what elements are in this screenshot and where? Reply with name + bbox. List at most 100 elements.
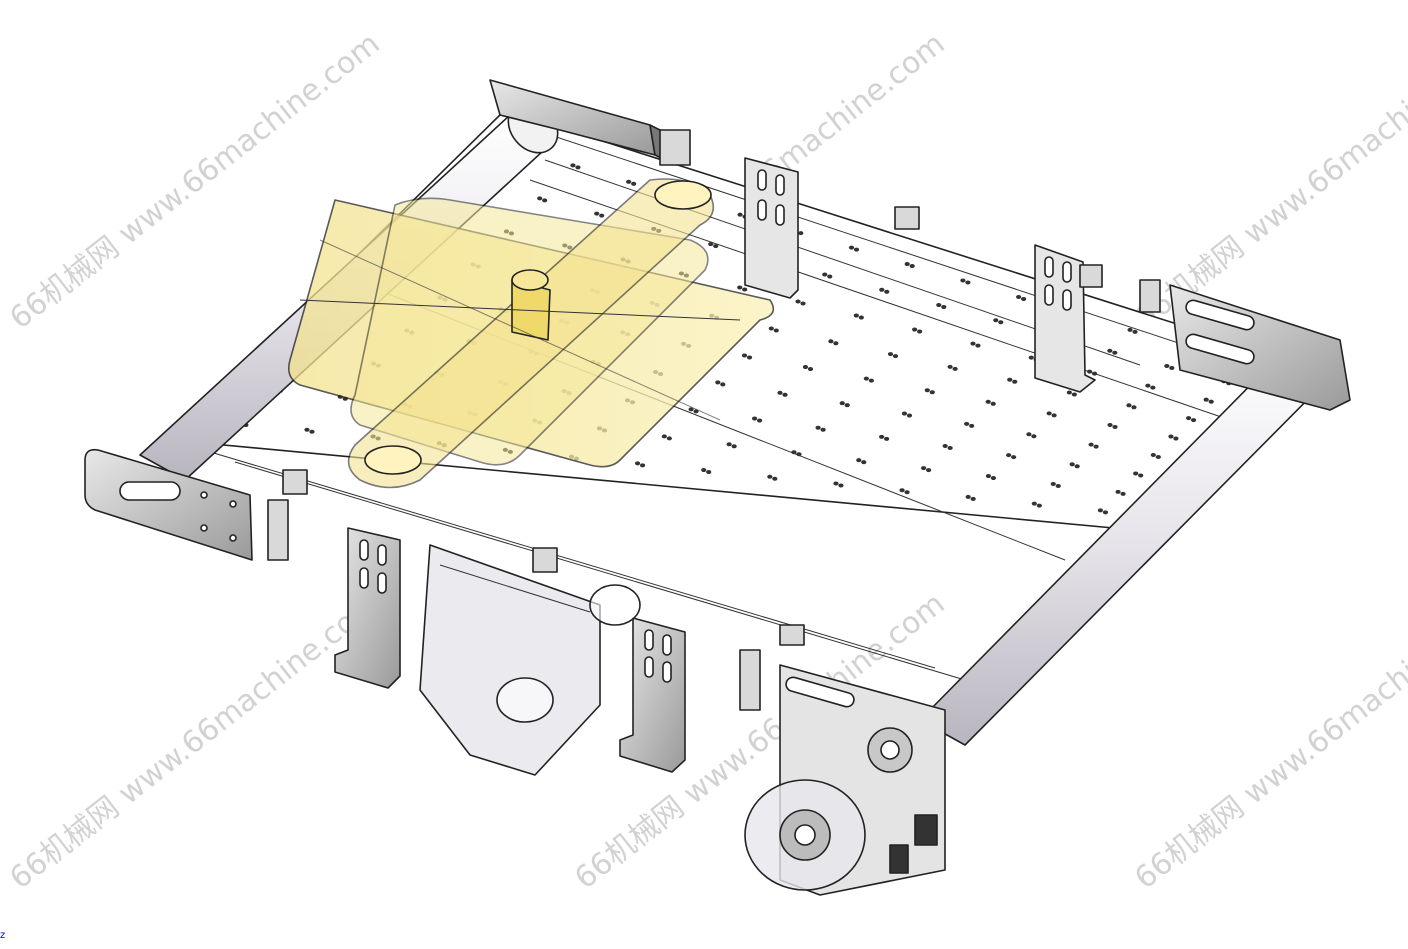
mounting-hole bbox=[833, 481, 839, 486]
mounting-hole bbox=[833, 341, 839, 346]
mounting-hole bbox=[856, 458, 862, 463]
mounting-hole bbox=[1112, 350, 1118, 355]
mounting-hole bbox=[868, 378, 874, 383]
mounting-hole bbox=[815, 425, 821, 430]
mounting-hole bbox=[713, 244, 719, 249]
mounting-hole bbox=[737, 285, 743, 290]
mounting-hole bbox=[1190, 418, 1197, 423]
mounting-hole bbox=[708, 242, 714, 247]
mounting-hole bbox=[741, 353, 748, 358]
watermark-6: 66机械网 www.66machine.com bbox=[1128, 586, 1408, 896]
mounting-hole bbox=[884, 436, 890, 441]
mounting-hole bbox=[960, 278, 966, 283]
mounting-hole bbox=[1102, 510, 1109, 515]
mounting-hole bbox=[1066, 390, 1072, 395]
mounting-hole bbox=[746, 355, 753, 360]
mounting-hole bbox=[1155, 454, 1161, 459]
mounting-hole bbox=[1028, 355, 1034, 360]
mounting-hole bbox=[904, 262, 910, 267]
mounting-hole bbox=[795, 299, 801, 304]
mounting-hole bbox=[899, 488, 905, 493]
mounting-hole bbox=[1011, 455, 1017, 460]
mounting-hole bbox=[542, 198, 548, 203]
mounting-hole bbox=[964, 421, 970, 426]
mounting-hole bbox=[921, 466, 927, 471]
drive-motor bbox=[744, 664, 946, 896]
mounting-hole bbox=[965, 494, 971, 499]
mounting-hole bbox=[1016, 294, 1022, 299]
mounting-hole bbox=[782, 392, 788, 397]
mounting-hole bbox=[1006, 453, 1012, 458]
mounting-hole bbox=[599, 213, 605, 218]
mounting-hole bbox=[1055, 483, 1061, 488]
mounting-hole bbox=[861, 460, 867, 465]
mounting-hole bbox=[917, 329, 923, 334]
mounting-hole bbox=[822, 272, 828, 277]
axis-indicator: z bbox=[0, 930, 6, 941]
mounting-hole bbox=[975, 343, 981, 348]
mounting-hole bbox=[1169, 365, 1175, 370]
mounting-hole bbox=[1150, 385, 1156, 390]
mounting-hole bbox=[1131, 405, 1137, 410]
mounting-hole bbox=[879, 434, 885, 439]
mounting-hole bbox=[1126, 403, 1132, 408]
mounting-hole bbox=[1168, 434, 1174, 439]
end-plate-left bbox=[84, 448, 253, 561]
mounting-hole bbox=[807, 367, 814, 372]
highlighted-carrier-plates bbox=[287, 178, 775, 489]
mounting-hole bbox=[802, 365, 809, 370]
mounting-hole bbox=[884, 289, 890, 294]
mounting-hole bbox=[1097, 508, 1104, 513]
mounting-hole bbox=[773, 328, 779, 333]
mounting-hole bbox=[1031, 434, 1037, 439]
mounting-hole bbox=[634, 461, 641, 466]
mounting-hole bbox=[756, 418, 763, 423]
mounting-hole bbox=[906, 413, 913, 418]
mounting-hole bbox=[970, 496, 976, 501]
mounting-hole bbox=[800, 301, 806, 306]
mounting-hole bbox=[970, 341, 976, 346]
mounting-hole bbox=[941, 305, 947, 310]
mounting-hole bbox=[1050, 481, 1056, 486]
mounting-hole bbox=[1093, 444, 1099, 449]
mounting-hole bbox=[1091, 371, 1098, 376]
mounting-hole bbox=[1069, 462, 1075, 467]
mounting-hole bbox=[1145, 383, 1151, 388]
mounting-hole bbox=[304, 427, 310, 432]
mounting-hole bbox=[575, 165, 581, 170]
mounting-hole bbox=[1026, 432, 1032, 437]
mounting-hole bbox=[731, 444, 737, 449]
mounting-hole bbox=[985, 474, 992, 479]
mounting-hole bbox=[594, 211, 600, 216]
mounting-hole bbox=[1112, 424, 1118, 429]
mounting-hole bbox=[904, 490, 910, 495]
mounting-hole bbox=[863, 376, 869, 381]
end-plate-right bbox=[1169, 284, 1351, 411]
mounting-hole bbox=[936, 303, 942, 308]
mounting-hole bbox=[993, 318, 999, 323]
mounting-hole bbox=[791, 450, 797, 455]
mounting-hole bbox=[701, 468, 707, 473]
bracket-front-2 bbox=[619, 617, 686, 773]
mounting-hole bbox=[947, 364, 953, 369]
mounting-hole bbox=[858, 315, 864, 320]
mounting-hole bbox=[1185, 416, 1192, 421]
mounting-hole bbox=[666, 436, 672, 441]
mounting-hole bbox=[924, 388, 930, 393]
mounting-hole bbox=[1173, 436, 1179, 441]
mounting-hole bbox=[777, 390, 783, 395]
mounting-hole bbox=[969, 423, 975, 428]
mounting-hole bbox=[537, 196, 543, 201]
mounting-hole bbox=[751, 416, 758, 421]
watermark-4: 66机械网 www.66machine.com bbox=[3, 586, 386, 896]
mounting-hole bbox=[772, 476, 778, 481]
mounting-hole bbox=[942, 443, 948, 448]
mounting-hole bbox=[1127, 327, 1133, 332]
mounting-hole bbox=[639, 463, 646, 468]
mounting-hole bbox=[853, 247, 860, 252]
mounting-hole bbox=[631, 181, 637, 186]
mounting-hole bbox=[309, 429, 315, 434]
mounting-hole bbox=[1133, 471, 1139, 476]
mounting-hole bbox=[844, 403, 850, 408]
